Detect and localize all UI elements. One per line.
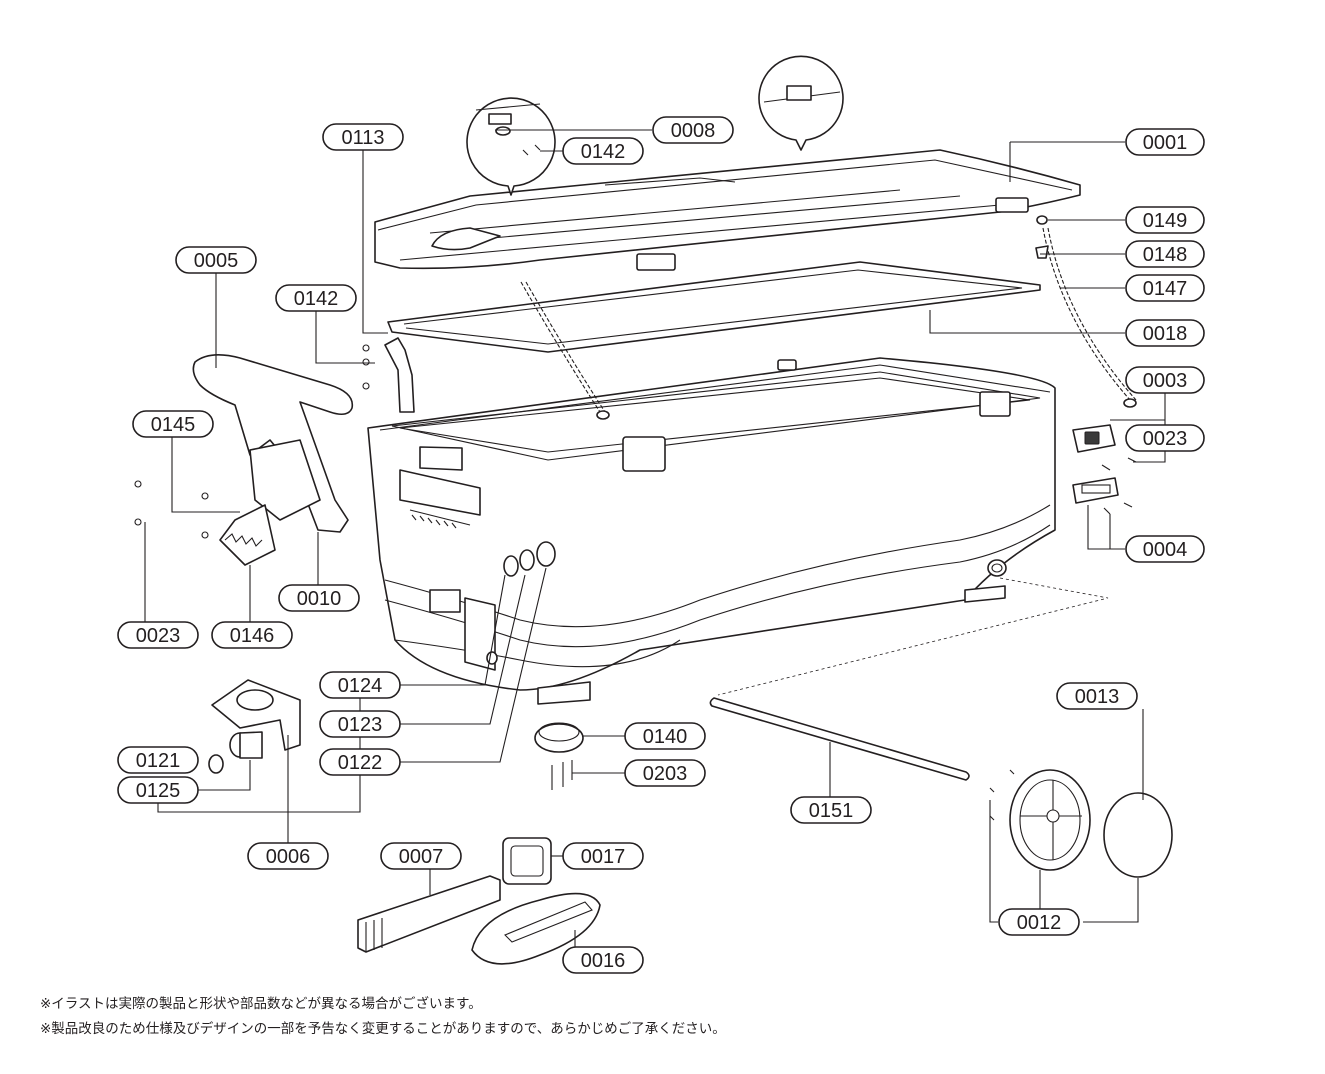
callout-0203: 0203 [624,759,706,787]
latch-parts [1072,424,1137,515]
callout-label: 0123 [338,714,383,736]
callout-label: 0146 [230,625,275,647]
callout-0145: 0145 [132,410,214,438]
callout-0140: 0140 [624,722,706,750]
callout-label: 0007 [399,846,444,868]
callout-0007: 0007 [380,842,462,870]
callout-0013: 0013 [1056,682,1138,710]
callout-label: 0006 [266,846,311,868]
callout-label: 0017 [581,846,626,868]
callout-label: 0151 [809,800,854,822]
axle-part [709,697,970,781]
callout-label: 0142 [581,141,626,163]
callout-label: 0018 [1143,323,1188,345]
callout-0149: 0149 [1125,206,1205,234]
callout-label: 0010 [297,588,342,610]
callout-0146: 0146 [211,621,293,649]
callout-0006: 0006 [247,842,329,870]
callout-label: 0121 [136,750,181,772]
callout-0008: 0008 [652,116,734,144]
drain-assembly-part [208,541,556,774]
callout-0151: 0151 [790,796,872,824]
callout-0113: 0113 [322,123,404,151]
callout-0124: 0124 [319,671,401,699]
callout-label: 0005 [194,250,239,272]
callout-0004: 0004 [1125,535,1205,563]
lid-part [374,149,1081,271]
callout-0023-left: 0023 [117,621,199,649]
callout-0018: 0018 [1125,319,1205,347]
callout-label: 0149 [1143,210,1188,232]
callout-0125: 0125 [117,776,199,804]
callout-label: 0001 [1143,132,1188,154]
callout-0142-top: 0142 [562,137,644,165]
callout-0017: 0017 [562,842,644,870]
detail-inset-lid-latch [758,55,844,151]
callout-label: 0125 [136,780,181,802]
callout-0122: 0122 [319,748,401,776]
wheel-part [989,769,1173,878]
callout-0147: 0147 [1125,274,1205,302]
callout-0003: 0003 [1125,366,1205,394]
callout-label: 0148 [1143,244,1188,266]
callout-label: 0113 [341,127,384,149]
callout-label: 0122 [338,752,383,774]
callout-label: 0124 [338,675,383,697]
callout-label: 0203 [643,763,688,785]
disclaimer-note-1: ※イラストは実際の製品と形状や部品数などが異なる場合がございます。 [40,996,482,1012]
callout-0148: 0148 [1125,240,1205,268]
callout-label: 0142 [294,288,339,310]
gasket-part [387,261,1041,353]
cooler-body-part [367,357,1109,705]
callout-label: 0140 [643,726,688,748]
strap-parts [520,215,1137,420]
callout-label: 0147 [1143,278,1188,300]
cap-part [534,722,584,790]
callout-label: 0012 [1017,912,1062,934]
divider-boards-part [357,875,501,953]
cushion-part [471,892,601,965]
callout-label: 0023 [136,625,181,647]
callout-0005: 0005 [175,246,257,274]
callout-0001: 0001 [1125,128,1205,156]
callout-0010: 0010 [278,584,360,612]
callout-label: 0016 [581,950,626,972]
callout-0123: 0123 [319,710,401,738]
callout-label: 0023 [1143,428,1188,450]
handle-assembly-part [134,354,354,566]
hinge-part [362,337,415,413]
callout-label: 0004 [1143,539,1188,561]
callout-label: 0003 [1143,370,1188,392]
disclaimer-note-2: ※製品改良のため仕様及びデザインの一部を予告なく変更することがありますので、あら… [40,1021,726,1037]
callout-0121: 0121 [117,746,199,774]
callout-0016: 0016 [562,946,644,974]
detail-inset-0008 [466,97,556,196]
callout-0023-right: 0023 [1125,424,1205,452]
bracket-part [502,837,552,885]
leader-lines [144,129,1166,947]
callout-label: 0145 [151,414,196,436]
callout-0012: 0012 [998,908,1080,936]
callout-label: 0008 [671,120,716,142]
callout-label: 0013 [1075,686,1120,708]
callout-0142-left: 0142 [275,284,357,312]
